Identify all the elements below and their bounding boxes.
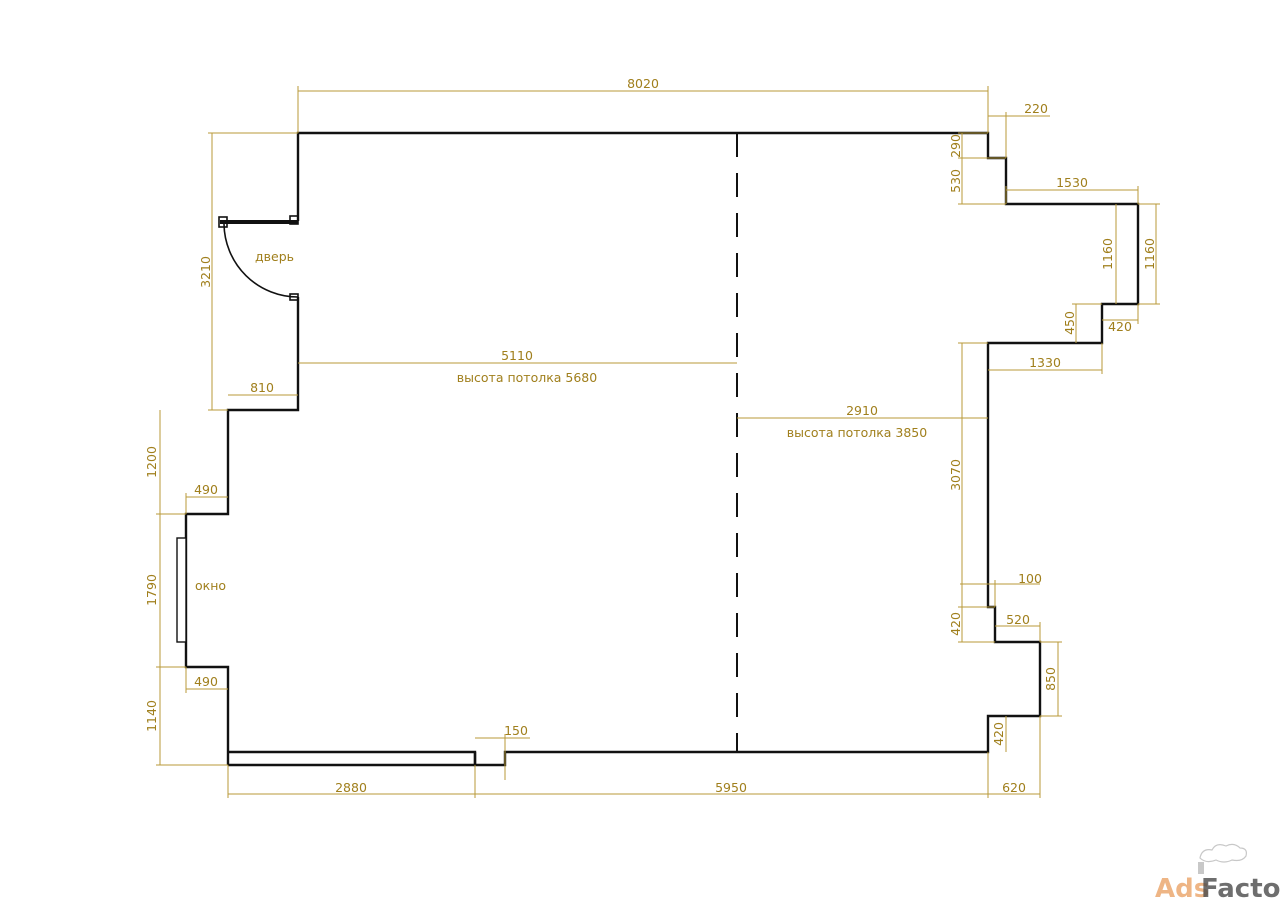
dim-530: 530: [948, 169, 963, 193]
dim-450: 450: [1062, 311, 1077, 335]
dim-top-total: 8020: [627, 76, 659, 91]
dim-620: 620: [1002, 780, 1026, 795]
dim-2880: 2880: [335, 780, 367, 795]
room-labels: дверь окно высота потолка 5680 высота по…: [195, 249, 927, 593]
ceiling-height-left: высота потолка 5680: [457, 370, 597, 385]
dim-100: 100: [1018, 571, 1042, 586]
window-symbol: [176, 537, 187, 643]
dimension-lines: [156, 86, 1160, 798]
door-jamb-bottom: [289, 293, 299, 301]
door-leaf: [220, 220, 298, 224]
factory-smoke-icon: [1199, 843, 1247, 863]
dim-490-upper: 490: [194, 482, 218, 497]
dim-1330: 1330: [1029, 355, 1061, 370]
window-label: окно: [195, 578, 226, 593]
watermark-logo: Ads Factory: [1155, 843, 1280, 904]
dim-3210: 3210: [198, 256, 213, 288]
dim-1200: 1200: [144, 446, 159, 478]
dim-490-lower: 490: [194, 674, 218, 689]
wall-outline: [184, 131, 1140, 767]
dim-1160-outer: 1160: [1142, 238, 1157, 270]
factory-chimney-icon: [1198, 862, 1204, 874]
ceiling-height-right: высота потолка 3850: [787, 425, 927, 440]
dim-520: 520: [1006, 612, 1030, 627]
dim-420-lower: 420: [991, 722, 1006, 746]
dim-1530: 1530: [1056, 175, 1088, 190]
dim-850: 850: [1043, 667, 1058, 691]
walls: [184, 131, 1140, 767]
dimension-labels: 8020 220 290 530 1530 1160 1160 450 420 …: [144, 76, 1157, 795]
watermark-brand-ads: Ads: [1155, 874, 1209, 904]
dim-5110: 5110: [501, 348, 533, 363]
door-symbol: [218, 215, 299, 301]
dim-2910: 2910: [846, 403, 878, 418]
dim-420-upper: 420: [1108, 319, 1132, 334]
door-hinge: [218, 216, 228, 228]
dim-1160-inner: 1160: [1100, 238, 1115, 270]
dim-810: 810: [250, 380, 274, 395]
dim-1140: 1140: [144, 700, 159, 732]
dim-1790: 1790: [144, 574, 159, 606]
door-jamb-top: [289, 215, 299, 225]
door-swing-arc: [223, 223, 299, 298]
dim-420-mid: 420: [948, 612, 963, 636]
dim-290: 290: [948, 134, 963, 158]
door-label: дверь: [255, 249, 294, 264]
dim-5950: 5950: [715, 780, 747, 795]
dim-3070: 3070: [948, 459, 963, 491]
dim-220: 220: [1024, 101, 1048, 116]
watermark-brand-factory: Factory: [1201, 874, 1280, 904]
dim-150: 150: [504, 723, 528, 738]
